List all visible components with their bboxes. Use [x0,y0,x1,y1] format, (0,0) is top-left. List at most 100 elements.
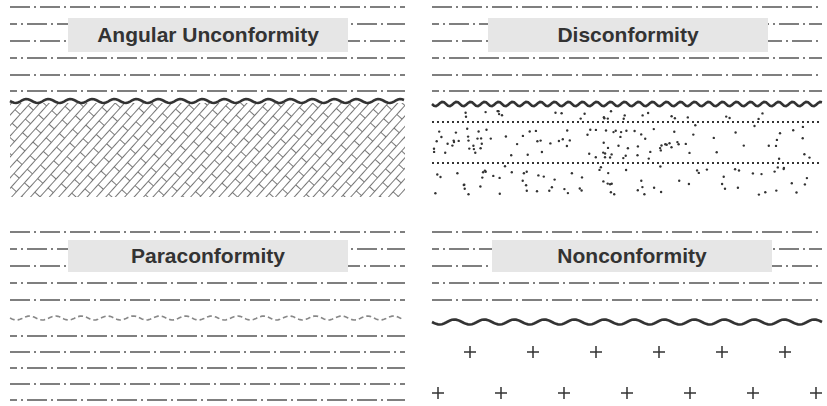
sand-grain [438,130,440,132]
sand-grain [637,145,639,147]
sand-grain [566,145,568,147]
sand-grain [474,152,476,154]
igneous-symbol [464,346,476,358]
shale-layer [10,399,405,401]
sand-grain [643,193,645,195]
sand-grain [551,186,553,188]
erosion-surface [432,320,822,325]
sand-grain [803,153,805,155]
sand-grain [436,173,438,175]
sand-grain [653,187,655,189]
label-box: Paraconformity [68,240,348,272]
sand-grain [792,129,794,131]
shale-layer [432,299,822,301]
sand-grain [644,138,646,140]
sand-grain [472,145,474,147]
sand-grain [668,142,670,144]
sand-grain [455,131,457,133]
sand-grain [549,142,551,144]
shale-layer [10,383,405,385]
sand-grain [659,165,661,167]
sand-grain [498,177,500,179]
sand-grain [698,172,700,174]
erosion-surface [432,102,822,106]
sand-grain [499,193,501,195]
sand-grain [433,151,435,153]
sand-grain [479,147,481,149]
sand-grain [694,124,696,126]
sand-grain [625,130,627,132]
sand-grain [467,135,469,137]
sand-grain [620,131,622,133]
sand-grain [504,165,506,167]
sand-grain [484,111,486,113]
igneous-symbol [558,387,570,399]
igneous-symbol [495,387,507,399]
sand-grain [586,134,588,136]
sand-grain [688,183,690,185]
sand-grain [523,172,525,174]
sand-grain [510,154,512,156]
shale-layer [10,74,405,76]
label-box: Nonconformity [492,240,772,272]
shale-layer [10,367,405,369]
sand-grain [706,168,708,170]
sand-grain [603,116,605,118]
sand-grain [433,148,435,150]
sand-grain [501,114,503,116]
sand-grain [627,147,629,149]
sand-grain [451,144,453,146]
sand-grain [476,137,478,139]
sand-grain [467,139,469,141]
sand-grain [716,151,718,153]
shale-layer [432,282,822,284]
sand-grain [647,112,649,114]
sand-grain [734,168,736,170]
shale-layer [432,90,822,92]
sand-grain [482,171,484,173]
sand-grain [776,139,778,141]
sand-grain [804,183,806,185]
sand-grain [696,169,698,171]
sand-grain [588,153,590,155]
sand-grain [473,148,475,150]
sand-grain [612,131,614,133]
sand-grain [760,173,762,175]
sand-grain [467,193,469,195]
sand-grain [676,141,678,143]
shale-layer [432,231,822,233]
sand-grain [580,117,582,119]
sand-grain [648,157,650,159]
sand-grain [685,143,687,145]
sand-grain [562,138,564,140]
sand-grain [602,151,604,153]
igneous-symbol [527,346,539,358]
igneous-symbol [653,346,665,358]
sand-grain [670,146,672,148]
sand-grain [623,118,625,120]
sand-grain [464,112,466,114]
sand-grain [611,183,613,185]
sand-grain [615,130,617,132]
sand-grain [641,186,643,188]
sand-grain [490,137,492,139]
sand-grain [777,166,779,168]
sand-grain [600,166,602,168]
hidden-surface [10,316,404,320]
sand-grain [497,110,499,112]
sand-grain [436,140,438,142]
sand-grain [743,144,745,146]
sand-grain [738,169,740,171]
sand-grain [692,133,694,135]
sand-grain [481,143,483,145]
sand-grain [660,144,662,146]
sand-grain [458,140,460,142]
sand-grain [619,136,621,138]
shale-layer [10,6,405,8]
sand-grain [522,180,524,182]
sand-grain [607,147,609,149]
sand-grain [607,117,609,119]
sand-grain [723,176,725,178]
sand-grain [664,143,666,145]
